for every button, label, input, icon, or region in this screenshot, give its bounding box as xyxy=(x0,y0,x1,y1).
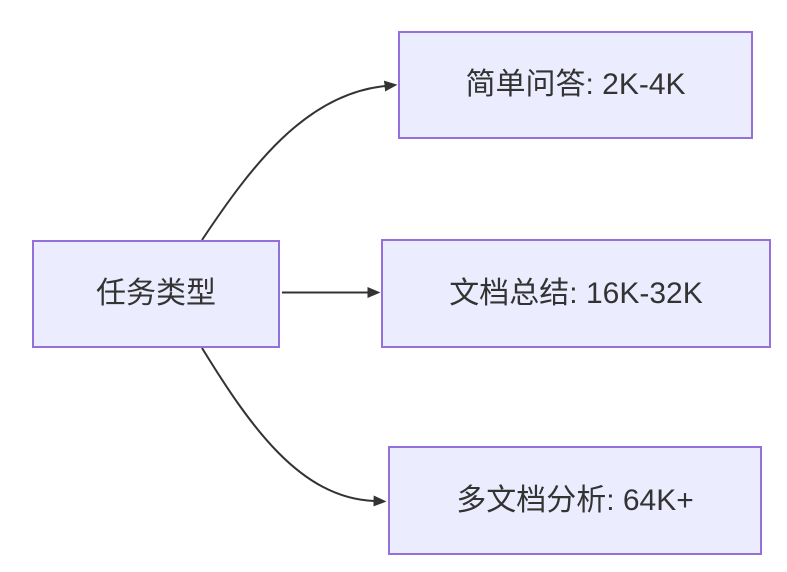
edge-root-to-branch3 xyxy=(201,347,387,507)
node-multi-doc-analysis-label: 多文档分析: 64K+ xyxy=(456,483,694,517)
node-simple-qa: 简单问答: 2K-4K xyxy=(398,31,753,139)
edge-root-to-branch1 xyxy=(201,80,398,241)
node-doc-summary-label: 文档总结: 16K-32K xyxy=(449,276,703,310)
node-task-type: 任务类型 xyxy=(32,240,280,348)
node-task-type-label: 任务类型 xyxy=(96,277,216,310)
node-simple-qa-label: 简单问答: 2K-4K xyxy=(465,68,686,101)
node-multi-doc-analysis: 多文档分析: 64K+ xyxy=(388,446,762,555)
node-doc-summary: 文档总结: 16K-32K xyxy=(381,239,771,348)
